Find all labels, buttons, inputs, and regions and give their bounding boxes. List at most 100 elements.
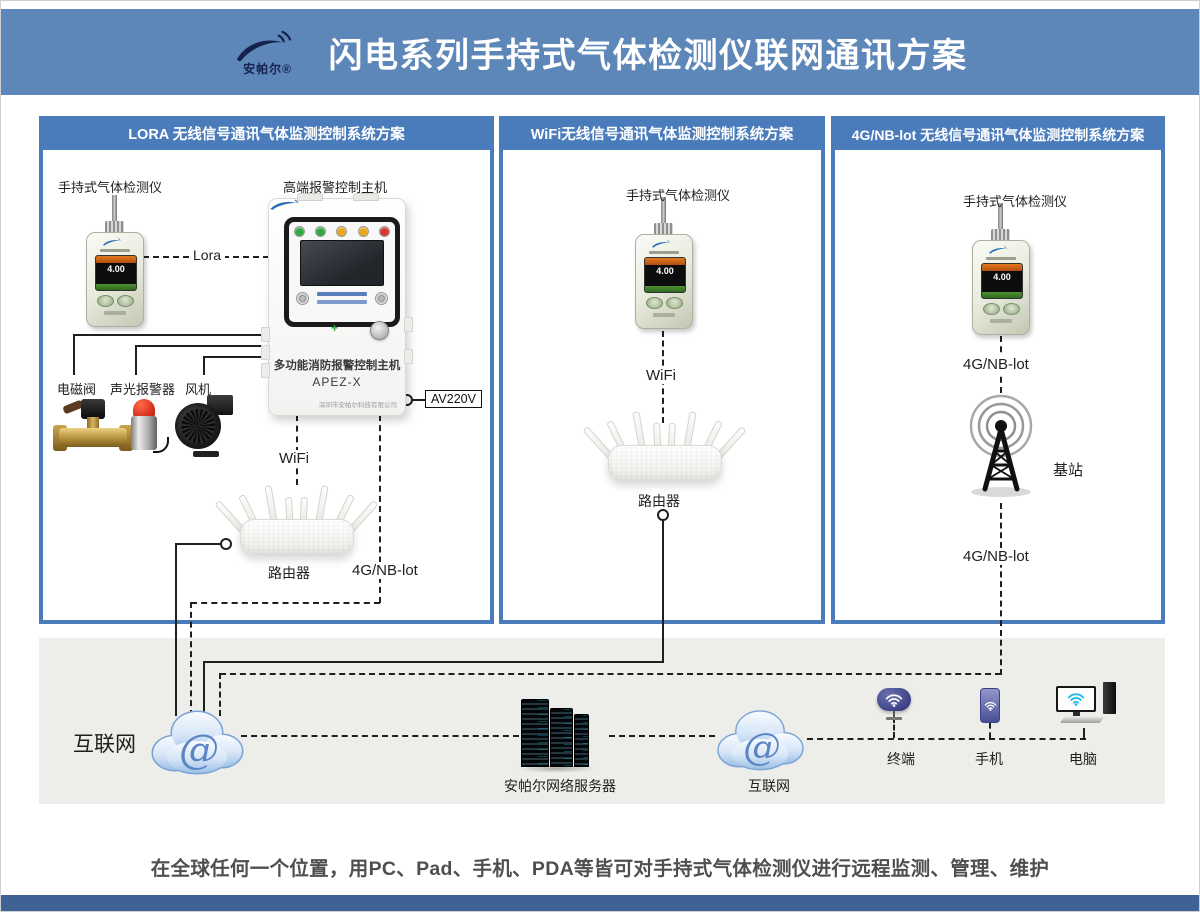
brand-logo: 安帕尔®: [233, 30, 303, 77]
power-tag: AV220V: [425, 390, 482, 408]
valve-line-h: [74, 334, 270, 336]
cellular-cloud-drop-line: [219, 673, 221, 716]
internet-mid-label: 互联网: [748, 778, 790, 794]
host-speaker: [296, 292, 309, 305]
alarm-control-host-device: + 多功能消防报警控制主机 APEZ-X 深圳市安帕尔科技有限公司: [261, 193, 413, 416]
detector-connector: [654, 223, 673, 235]
host-mount-tab: [353, 193, 379, 201]
server-rack: [521, 699, 549, 767]
phone-device: [980, 688, 1000, 723]
pc-keyboard: [1059, 717, 1105, 723]
detector-button: [97, 295, 114, 307]
page-title: 闪电系列手持式气体检测仪联网通讯方案: [328, 36, 968, 75]
host-device-name: 多功能消防报警控制主机: [273, 360, 401, 372]
alarm-dome: [133, 399, 155, 417]
detector-text-line: [649, 251, 679, 254]
host-reset-mark: +: [331, 321, 339, 335]
fan-grill: [181, 409, 215, 443]
station-down-line: [1000, 503, 1002, 675]
router1-label: 路由器: [268, 565, 310, 581]
phone-stub-line: [989, 723, 991, 738]
detector-button: [983, 303, 1000, 315]
detector-screen: 4.00: [644, 257, 686, 293]
sound-light-alarm-image: [119, 399, 169, 459]
router2-line-v: [662, 518, 664, 663]
detector-probe: [998, 203, 1003, 231]
router-body: [240, 519, 354, 555]
terminal-screen: [877, 688, 911, 711]
host-indicator-leds: [289, 225, 395, 237]
server-rack: [574, 714, 589, 767]
server-rack: [550, 708, 573, 767]
valve-body: [59, 428, 127, 447]
detector-connector: [105, 221, 124, 233]
host-knob: [370, 321, 389, 340]
internet-cloud-icon: @: [717, 710, 804, 771]
detector-brand-icon: [102, 238, 121, 246]
pc-screen: [1058, 688, 1094, 710]
alarm-line-v: [135, 345, 137, 375]
cellular-down-label: 4G/NB-lot: [959, 548, 1033, 565]
valve-label: 电磁阀: [57, 382, 97, 397]
host-cellular-line-v: [379, 415, 381, 603]
terminal-label: 终端: [887, 751, 915, 767]
fan-line-v: [203, 356, 205, 375]
detector-connector: [991, 229, 1010, 241]
panel-lora-title: LORA 无线信号通讯气体监测控制系统方案: [43, 120, 490, 150]
router2-label: 路由器: [638, 493, 680, 509]
led-indicator: [378, 225, 390, 237]
cellular-up-label: 4G/NB-lot: [959, 356, 1033, 373]
detector-reading: 4.00: [107, 264, 125, 274]
detector-text-line: [100, 249, 130, 252]
host-port: [261, 345, 270, 360]
wifi1-label: WiFi: [275, 450, 313, 467]
valve-line-v: [73, 334, 75, 375]
host-company-name: 深圳市安帕尔科技有限公司: [319, 402, 397, 409]
pc-monitor: [1056, 686, 1096, 712]
power-line: [407, 399, 427, 401]
detector-screen-bottombar: [96, 284, 136, 290]
pc-stub-line: [1083, 728, 1085, 738]
detector-screen-bottombar: [982, 292, 1022, 298]
handheld-detector-device: 4.00: [632, 197, 696, 329]
server-label: 安帕尔网络服务器: [504, 778, 616, 794]
blower-fan-image: [173, 395, 235, 457]
solenoid-valve-image: [53, 399, 133, 459]
detector-reading: 4.00: [656, 266, 674, 276]
detector3-label: 手持式气体检测仪: [963, 194, 1068, 209]
base-station-tower-icon: [969, 394, 1033, 497]
router-device: [214, 483, 379, 559]
detector-button: [117, 295, 134, 307]
cellular1-label: 4G/NB-lot: [348, 562, 422, 579]
host-port: [404, 349, 413, 364]
detector-brand-icon: [988, 246, 1007, 254]
pc-label: 电脑: [1069, 751, 1097, 767]
detector-footer-mark: [990, 319, 1012, 323]
alarm-wire: [153, 437, 169, 453]
detector1-label: 手持式气体检测仪: [58, 180, 163, 195]
router1-to-cloud-line: [175, 543, 177, 716]
pc-device: [1056, 682, 1116, 724]
wifi-icon: [885, 693, 903, 707]
led-indicator: [315, 225, 327, 237]
brand-swoosh-icon: [236, 30, 291, 61]
internet-left-label: 互联网: [73, 733, 136, 756]
fan-base: [193, 451, 219, 457]
host-label-row: [317, 300, 367, 304]
detector-reading: 4.00: [993, 272, 1011, 282]
lora-link-label: Lora: [189, 247, 226, 263]
panel-wifi-title: WiFi无线信号通讯气体监测控制系统方案: [503, 120, 821, 150]
cellular-to-cloud-line: [190, 602, 192, 716]
host-port: [261, 363, 270, 378]
router-body: [608, 445, 722, 481]
host-label: 高端报警控制主机: [283, 180, 388, 195]
phone-label: 手机: [975, 751, 1003, 767]
detector-body: 4.00: [635, 234, 693, 329]
wifi-icon: [984, 701, 996, 711]
led-indicator: [357, 225, 369, 237]
alarm-body: [131, 416, 157, 450]
detector-screen-topbar: [982, 264, 1022, 271]
pc-monitor-stand: [1073, 712, 1080, 716]
host-display-screen: [300, 240, 384, 286]
wifi2-label: WiFi: [642, 367, 680, 384]
